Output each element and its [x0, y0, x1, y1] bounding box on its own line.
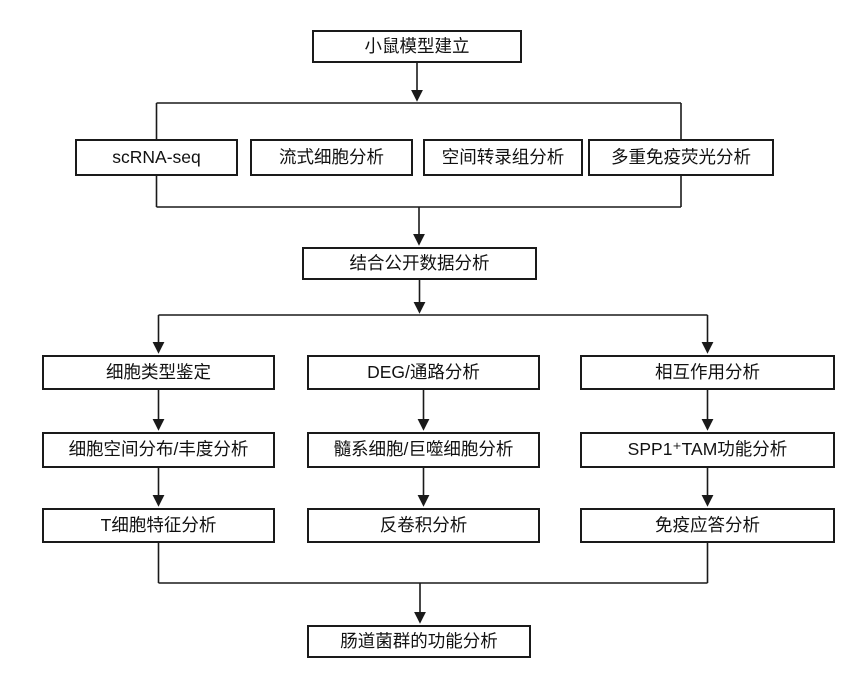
node-spatial-transcriptomics: 空间转录组分析 [423, 139, 583, 176]
node-deg-pathway: DEG/通路分析 [307, 355, 540, 390]
node-label: 相互作用分析 [655, 361, 760, 382]
node-myeloid-macrophage: 髓系细胞/巨噬细胞分析 [307, 432, 540, 468]
node-multiplex-immunofluorescence: 多重免疫荧光分析 [588, 139, 774, 176]
node-deconvolution: 反卷积分析 [307, 508, 540, 543]
node-label: 细胞空间分布/丰度分析 [68, 439, 249, 460]
node-label: 空间转录组分析 [441, 146, 565, 167]
node-scrna-seq: scRNA-seq [75, 139, 238, 176]
node-t-cell-features: T细胞特征分析 [42, 508, 275, 543]
node-label: 流式细胞分析 [279, 146, 384, 167]
node-public-data-integration: 结合公开数据分析 [302, 247, 537, 280]
node-label: 细胞类型鉴定 [106, 361, 211, 382]
node-label: T细胞特征分析 [100, 514, 217, 535]
node-mouse-model: 小鼠模型建立 [312, 30, 522, 63]
node-gut-microbiota-function: 肠道菌群的功能分析 [307, 625, 531, 658]
node-label: 髓系细胞/巨噬细胞分析 [333, 439, 514, 460]
node-label: 肠道菌群的功能分析 [340, 630, 498, 651]
node-spp1-tam-function: SPP1⁺TAM功能分析 [580, 432, 835, 468]
node-cell-type-identification: 细胞类型鉴定 [42, 355, 275, 390]
node-label: SPP1⁺TAM功能分析 [627, 439, 788, 460]
node-label: 多重免疫荧光分析 [611, 146, 751, 167]
node-interaction-analysis: 相互作用分析 [580, 355, 835, 390]
node-label: 免疫应答分析 [655, 514, 760, 535]
node-spatial-distribution-abundance: 细胞空间分布/丰度分析 [42, 432, 275, 468]
node-flow-cytometry: 流式细胞分析 [250, 139, 413, 176]
node-label: 结合公开数据分析 [349, 252, 490, 273]
node-label: DEG/通路分析 [367, 361, 480, 382]
node-label: scRNA-seq [112, 146, 201, 167]
node-immune-response: 免疫应答分析 [580, 508, 835, 543]
node-label: 小鼠模型建立 [364, 35, 470, 56]
node-label: 反卷积分析 [379, 514, 468, 535]
